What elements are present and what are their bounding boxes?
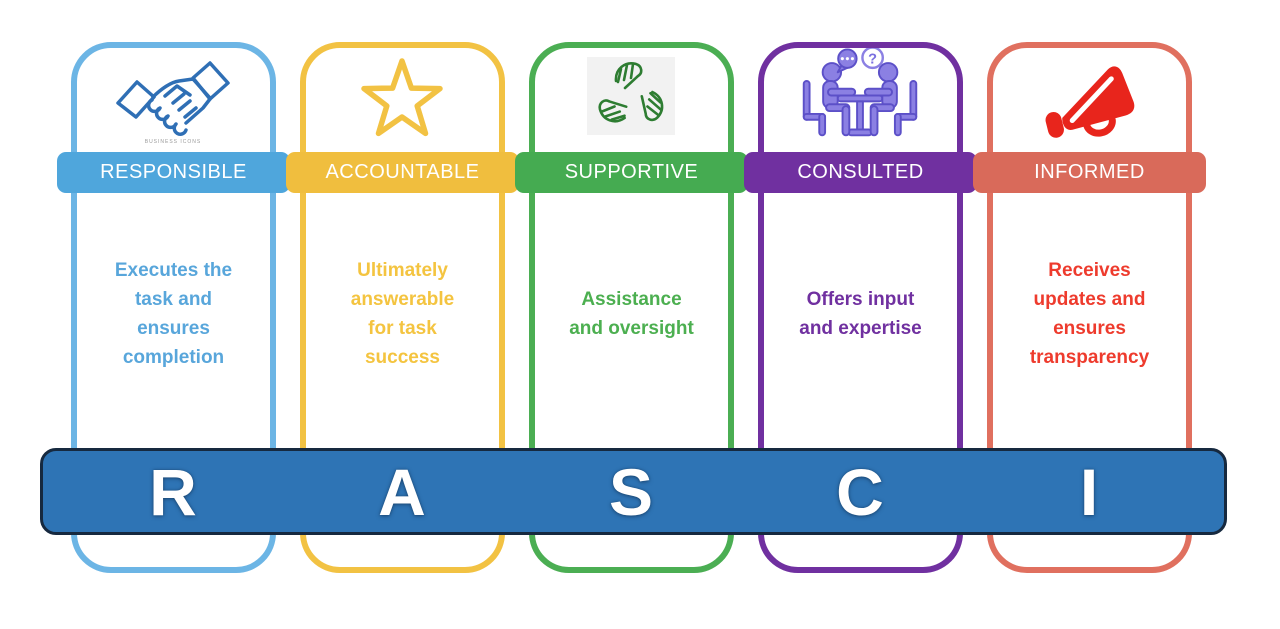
star-icon [358, 57, 446, 141]
description-line: and expertise [799, 318, 922, 339]
handshake-icon [113, 56, 233, 140]
role-description-informed: Receives updates and ensures transparenc… [995, 200, 1184, 428]
rasci-letter-i: I [1079, 454, 1099, 529]
role-description-consulted: Offers input and expertise [766, 200, 955, 428]
rasci-letter-s: S [608, 454, 654, 529]
description-line: and oversight [569, 318, 694, 339]
megaphone-icon [1032, 54, 1144, 140]
description-line: Offers input [806, 289, 915, 310]
rasci-bar [40, 448, 1227, 535]
description-line: answerable [350, 289, 455, 310]
description-line: task and [134, 289, 213, 310]
role-banner-responsible: RESPONSIBLE [57, 152, 290, 193]
joined-hands-icon [587, 57, 675, 135]
role-description-supportive: Assistance and oversight [537, 200, 726, 428]
description-line: updates and [1033, 289, 1146, 310]
role-description-responsible: Executes the task and ensures completion [79, 200, 268, 428]
description-line: success [364, 347, 440, 368]
role-banner-informed: INFORMED [973, 152, 1206, 193]
description-line: transparency [1029, 347, 1150, 368]
question-mark-glyph: ? [868, 52, 877, 68]
role-description-accountable: Ultimately answerable for task success [308, 200, 497, 428]
description-line: ensures [137, 318, 210, 339]
rasci-letter-c: C [836, 454, 884, 529]
description-line: Assistance [581, 289, 682, 310]
description-line: ensures [1053, 318, 1126, 339]
description-line: Executes the [114, 260, 233, 281]
rasci-letter-a: A [378, 454, 426, 529]
icon-watermark-text: BUSINESS ICONS [144, 139, 202, 145]
role-banner-consulted: CONSULTED [744, 152, 977, 193]
description-line: Ultimately [357, 260, 448, 281]
description-line: for task [368, 318, 437, 339]
role-banner-supportive: SUPPORTIVE [515, 152, 748, 193]
description-line: Receives [1048, 260, 1131, 281]
description-line: completion [122, 347, 225, 368]
role-banner-accountable: ACCOUNTABLE [286, 152, 519, 193]
rasci-letter-r: R [149, 454, 197, 529]
discussion-icon: ? [795, 48, 925, 145]
